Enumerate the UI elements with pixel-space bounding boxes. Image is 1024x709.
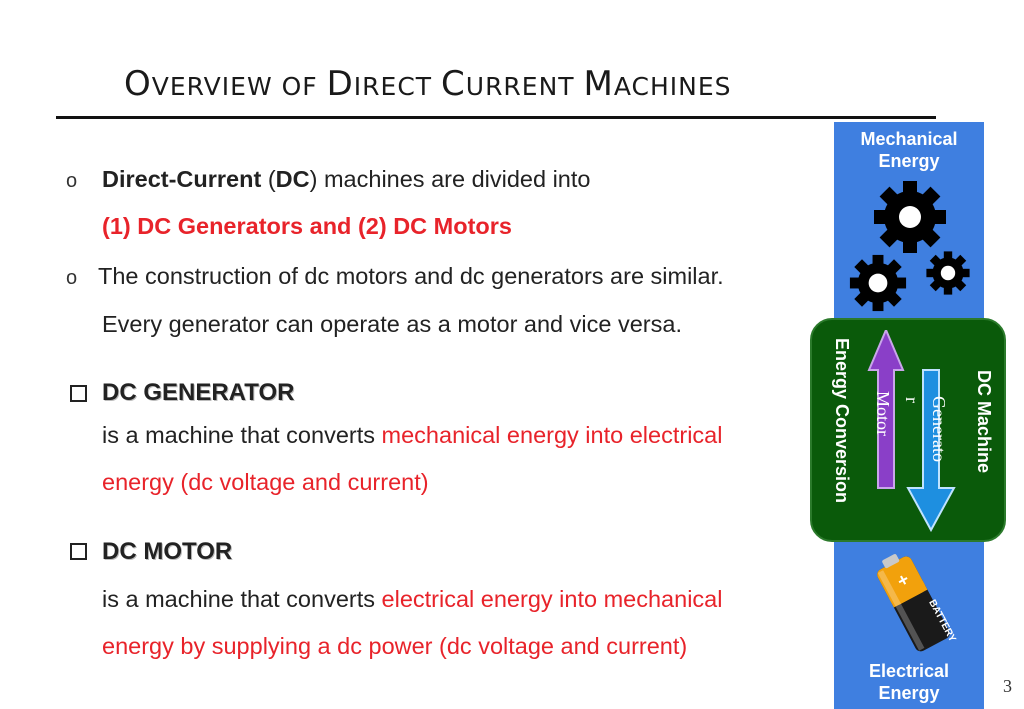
page-number: 3 [1003,676,1012,696]
bullet-1-text: Direct-Current (DC) machines are divided… [102,166,590,193]
bullet-2-line-2: Every generator can operate as a motor a… [102,311,682,337]
motor-definition-line-2: energy by supplying a dc power (dc volta… [102,633,688,659]
motor-arrow-icon [867,330,905,489]
generator-heading: DC GENERATOR [102,379,295,406]
generator-arrow-label: Generato [929,396,949,462]
mechanical-energy-label: Mechanical Energy [834,128,984,172]
bullet-marker: o [66,267,78,289]
title-underline [56,116,936,119]
checkbox-bullet-icon [70,385,87,402]
label-line: Mechanical [860,129,958,149]
dc-machine-box [810,318,1006,542]
label-line: Energy [878,151,940,171]
text-fragment: is a machine that converts [102,422,382,448]
generator-definition-line-2: energy (dc voltage and current) [102,469,429,495]
generator-arrow-label-r: r [902,397,922,403]
text-fragment: ) machines are divided into [309,166,591,192]
term-dc: DC [275,166,310,192]
title-part: D [326,64,354,104]
highlight-text: electrical energy into mechanical [381,586,723,612]
title-part: URRENT [465,72,584,101]
title-part: O [124,64,152,104]
label-line: Energy [878,683,940,703]
motor-heading: DC MOTOR [102,538,233,565]
motor-definition-line-1: is a machine that converts electrical en… [102,586,722,613]
checkbox-bullet-icon [70,543,87,560]
conversion-arrows [867,330,956,533]
title-part: ACHINES [613,72,732,101]
highlight-text: mechanical energy into electrical [381,422,723,448]
generator-definition-line-1: is a machine that converts mechanical en… [102,422,722,449]
term-direct-current: Direct-Current [102,166,262,192]
motor-arrow-label: Motor [873,391,893,436]
dc-machine-label: DC Machine [974,370,994,474]
title-part: C [441,64,466,104]
bullet-1-categories: (1) DC Generators and (2) DC Motors [102,213,512,239]
title-part: VERVIEW OF [151,72,327,101]
generator-arrow-icon [906,369,956,533]
battery-icon [877,554,950,652]
text-fragment: ( [261,166,276,192]
label-line: Electrical [868,661,950,681]
title-part: M [583,64,614,104]
bullet-marker: o [66,170,78,192]
text-fragment: is a machine that converts [102,586,382,612]
electrical-energy-label: Electrical Energy [834,660,984,704]
title-part: IRECT [353,72,442,101]
gears-icon [849,181,970,312]
bullet-2-line-1: The construction of dc motors and dc gen… [98,263,724,289]
slide-title: OVERVIEW OF DIRECT CURRENT MACHINES [124,64,732,104]
